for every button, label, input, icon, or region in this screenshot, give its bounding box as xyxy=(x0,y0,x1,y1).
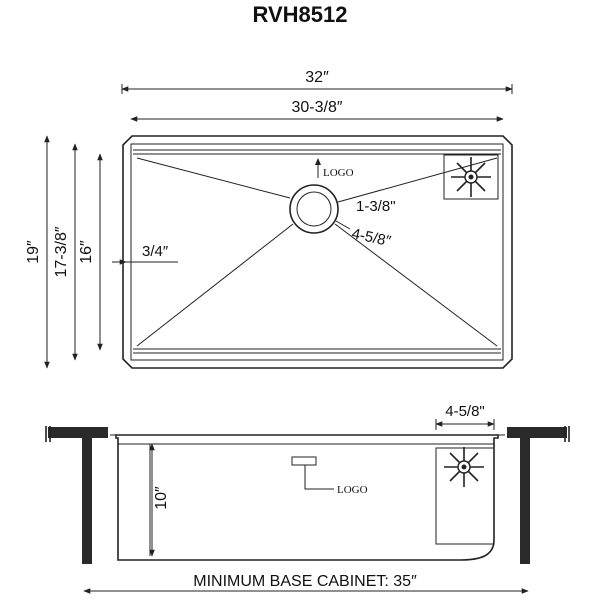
drain-outer xyxy=(289,184,339,234)
drain-diameter-leader xyxy=(335,220,351,230)
sink-outer-rim xyxy=(122,135,513,369)
side-width-label: 4-5/8" xyxy=(445,403,485,420)
logo-pointer-arrow xyxy=(315,158,321,165)
sink-inner-bowl xyxy=(130,143,504,361)
logo-leader-side xyxy=(304,465,334,490)
grid-accessory-top xyxy=(443,154,499,200)
cabinet-wall-left xyxy=(82,438,92,564)
inner-width-label: 30-3/8″ xyxy=(291,99,342,116)
sink-grid-icon xyxy=(451,157,491,197)
drain-inner xyxy=(296,191,332,227)
logo-label-top: LOGO xyxy=(323,167,354,179)
rim-offset-label: 3/4″ xyxy=(142,243,169,260)
slope-line-bl xyxy=(136,223,294,347)
slope-line-tl xyxy=(136,157,291,199)
overall-width-label: 32″ xyxy=(305,69,329,86)
model-title: RVH8512 xyxy=(253,2,348,27)
drain-diameter-label: 4-5/8″ xyxy=(350,225,393,250)
side-view: LOGO 4-5/8" 10″ MINIMUM BASE CABINET: 35… xyxy=(45,403,570,594)
bowl-depth-label: 16″ xyxy=(78,240,95,264)
inner-depth-label: 17-3/8″ xyxy=(53,226,70,277)
countertop-right xyxy=(507,427,567,438)
cabinet-width-label: MINIMUM BASE CABINET: 35″ xyxy=(193,573,417,590)
countertop-left xyxy=(48,427,108,438)
logo-plate-side xyxy=(291,456,317,466)
top-view: 32″ 30-3/8″ LOGO 1-3/8" 4-5/8″ 3/ xyxy=(25,69,513,369)
sink-height-label: 10″ xyxy=(153,486,170,510)
sink-body-side xyxy=(115,434,499,561)
slope-line-br xyxy=(334,223,498,347)
cabinet-wall-right xyxy=(520,438,530,564)
grid-box-side xyxy=(435,447,495,545)
logo-label-side: LOGO xyxy=(337,484,368,496)
grid-box-top xyxy=(443,154,499,200)
drain-offset-label: 1-3/8" xyxy=(356,198,396,215)
sink-grid-icon xyxy=(444,447,484,487)
overall-depth-label: 19″ xyxy=(25,240,42,264)
